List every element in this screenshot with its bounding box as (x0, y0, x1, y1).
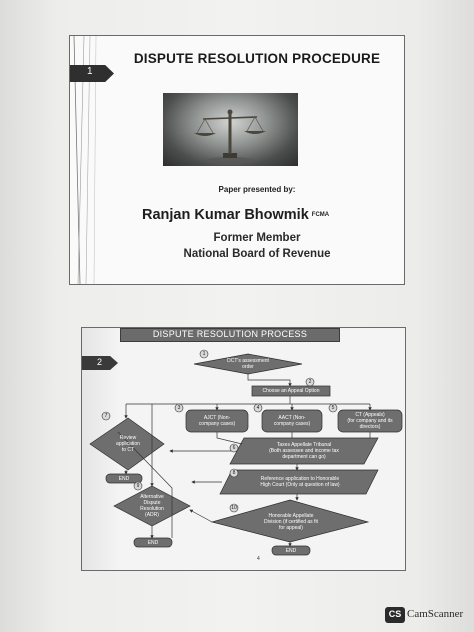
title-bar (120, 328, 340, 342)
step-7-line-2: application (116, 441, 140, 447)
author-role: Former Member (213, 232, 301, 244)
step-8-line-2: High Court (Only at question of law) (260, 482, 340, 488)
step-3-line-1: AJCT (Non- (203, 415, 231, 421)
badge-9 (133, 481, 143, 491)
slide-number: 1 (87, 66, 93, 77)
step-6-shape (229, 437, 379, 465)
step-8-shape (219, 469, 379, 495)
end-2-label: END (147, 540, 159, 546)
author-name-text: Ranjan Kumar Bhowmik (142, 207, 309, 223)
camscanner-logo-icon (385, 607, 405, 623)
step-3-label: AJCT (Non- company cases) (186, 415, 248, 427)
step-9-label: Alternative Dispute Resolution (ADR) (128, 494, 176, 518)
step-3-line-2: company cases) (198, 421, 236, 427)
step-10-line-1: Honorable Appellate (268, 513, 314, 519)
step-4-line-2: company cases) (273, 421, 311, 427)
page-number: 4 (257, 556, 260, 562)
end-1-shape (105, 473, 143, 484)
step-1-label: DCT's assessment order (218, 358, 278, 370)
badge-9-num: 9 (136, 483, 140, 489)
step-9-line-3: Resolution (140, 506, 164, 512)
flowchart-title: DISPUTE RESOLUTION PROCESS (152, 329, 308, 339)
badge-4-num: 4 (256, 405, 260, 411)
step-8-label: Reference application to Honorable High … (230, 476, 370, 488)
step-2-label: Choose an Appeal Option (262, 388, 320, 394)
step-9-line-2: Dispute (143, 500, 161, 506)
step-9-line-4: (ADR) (145, 512, 159, 518)
badge-8 (229, 468, 239, 478)
author-suffix: FCMA (311, 212, 330, 219)
end-3-label: END (285, 548, 297, 554)
step-6-label: Taxes Appellate Tribunal (Both assessee … (242, 442, 366, 460)
badge-8-num: 8 (232, 470, 236, 476)
badge-3-num: 3 (177, 405, 181, 411)
badge-2 (305, 377, 315, 387)
badge-5-num: 5 (331, 405, 335, 411)
badge-10 (229, 503, 239, 513)
step-9-line-1: Alternative (140, 494, 164, 500)
step-10-line-3: for appeal) (279, 525, 303, 531)
scales-of-justice-icon (163, 93, 298, 166)
step-8-line-1: Reference application to Honorable (260, 476, 340, 482)
slide-number-tab (82, 356, 118, 370)
badge-10-num: 10 (231, 505, 237, 511)
slide-number: 2 (97, 357, 103, 367)
presented-by-label: Paper presented by: (218, 185, 296, 194)
author-organization: National Board of Revenue (183, 248, 331, 260)
slide-number-tab (70, 65, 114, 82)
badge-1 (199, 349, 209, 359)
badge-7 (101, 411, 111, 421)
step-1-line-2: order (242, 364, 254, 370)
step-6-line-3: department can go) (282, 454, 326, 460)
flowchart-diagram (89, 349, 403, 556)
step-7-line-1: Review (119, 435, 137, 441)
flowchart-slide: DISPUTE RESOLUTION PROCESS 2 (81, 327, 406, 571)
step-5-line-1: CT (Appeals) (355, 412, 385, 418)
camscanner-logo-text: CS (388, 609, 402, 619)
badge-5 (328, 403, 338, 413)
badge-6 (229, 443, 239, 453)
step-6-line-2: (Both assessee and income tax (269, 448, 339, 454)
badge-6-num: 6 (232, 445, 236, 451)
badge-7-num: 7 (104, 413, 108, 419)
badge-4 (253, 403, 263, 413)
step-5-line-3: directors) (359, 424, 381, 430)
badge-3 (174, 403, 184, 413)
step-5-line-2: (for company and its (347, 418, 393, 424)
title-slide: 1 DISPUTE RESOLUTION PROCEDURE Paper pre… (69, 35, 405, 285)
badge-1-num: 1 (202, 351, 206, 357)
step-5-label: CT (Appeals) (for company and its direct… (338, 412, 402, 430)
slide-title: DISPUTE RESOLUTION PROCEDURE (133, 51, 381, 66)
step-6-line-1: Taxes Appellate Tribunal (276, 442, 332, 448)
camscanner-brand: CamScanner (407, 608, 464, 620)
badge-2-num: 2 (308, 379, 312, 385)
end-1-label: END (118, 476, 130, 482)
step-7-label: Review application to CT (104, 435, 152, 453)
step-4-label: AACT (Non- company cases) (262, 415, 322, 427)
step-10-line-2: Division (if certified as fit (264, 519, 318, 525)
step-1-line-1: DCT's assessment (227, 358, 269, 364)
step-10-label: Honorable Appellate Division (if certifi… (246, 513, 336, 531)
step-7-line-3: to CT (121, 447, 135, 453)
step-4-line-1: AACT (Non- (278, 415, 306, 421)
